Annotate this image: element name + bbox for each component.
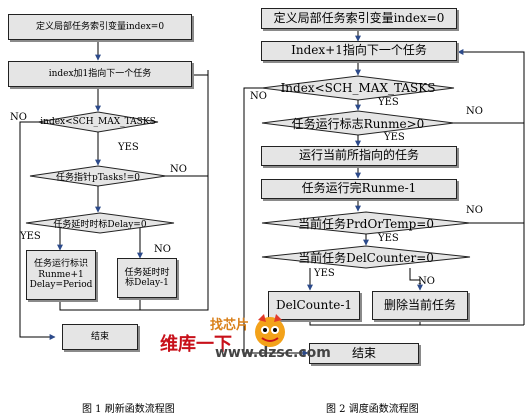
right-delete-box: 删除当前任务 <box>372 291 468 320</box>
left-delay-dec-line-1: 任务延时时 <box>124 267 170 278</box>
left-label-no-2: NO <box>170 164 187 175</box>
left-caption: 图 1 刷新函数流程图 <box>82 404 175 415</box>
right-label-yes-4: YES <box>314 268 335 279</box>
left-increment-text: index加1指向下一个任务 <box>48 68 152 79</box>
right-run-text: 运行当前所指向的任务 <box>298 148 419 163</box>
left-label-yes-1: YES <box>118 142 139 153</box>
left-end-text: 结束 <box>90 331 109 342</box>
right-label-no-1: NO <box>250 91 267 102</box>
left-end-box: 结束 <box>62 324 138 350</box>
left-label-no-top: NO <box>10 112 27 123</box>
left-runme-box: 任务运行标识 Runme+1 Delay=Period <box>26 250 96 300</box>
watermark-mascot-icon <box>255 314 285 347</box>
watermark-cn-text: 维库一下 <box>160 334 232 355</box>
right-increment-box: Index+1指向下一个任务 <box>261 41 457 61</box>
right-connectors <box>243 29 525 356</box>
left-decision-index-diamond <box>37 111 159 133</box>
right-init-box: 定义局部任务索引变量index=0 <box>261 8 457 29</box>
right-decision-index-diamond <box>261 75 455 101</box>
left-decision-delay-diamond <box>25 212 175 234</box>
right-label-yes-3: YES <box>378 233 399 244</box>
right-end-text: 结束 <box>351 345 376 360</box>
left-connectors <box>19 40 209 340</box>
right-runme-dec-text: 任务运行完Runme-1 <box>301 181 417 196</box>
left-runme-line-2: Runme+1 <box>38 269 84 280</box>
left-runme-line-1: 任务运行标识 <box>33 259 88 270</box>
left-label-yes-3: YES <box>20 231 41 242</box>
right-label-yes-1: YES <box>378 97 399 108</box>
right-cond-index-text: Index<SCH_MAX_TASKS <box>280 81 436 95</box>
right-run-box: 运行当前所指向的任务 <box>261 146 457 166</box>
right-label-yes-2: YES <box>384 132 405 143</box>
left-cond-index-text: index<SCH_MAX_TASKS <box>40 117 156 127</box>
right-end-box: 结束 <box>309 343 419 364</box>
right-init-text: 定义局部任务索引变量index=0 <box>273 10 445 25</box>
right-cond-delcounter-text: 当前任务DelCounter=0 <box>298 250 434 265</box>
left-runme-line-3: Delay=Period <box>29 280 93 291</box>
left-label-no-3: NO <box>154 244 171 255</box>
right-caption: 图 2 调度函数流程图 <box>326 404 419 415</box>
right-decision-delcounter-diamond <box>261 245 471 269</box>
left-cond-ptasks-text: 任务指针pTasks!=0 <box>55 172 140 183</box>
right-runme-dec-box: 任务运行完Runme-1 <box>261 179 457 199</box>
right-delcount-text: DelCounte-1 <box>275 297 353 312</box>
right-label-no-4: NO <box>418 276 435 287</box>
left-cond-delay-text: 任务延时时标Delay=0 <box>53 219 147 230</box>
watermark-url-text: www.dzsc.com <box>215 345 331 361</box>
right-label-no-3: NO <box>466 205 483 216</box>
left-delay-dec-box: 任务延时时 标Delay-1 <box>117 258 177 298</box>
right-increment-text: Index+1指向下一个任务 <box>291 43 427 58</box>
right-label-no-2: NO <box>466 106 483 117</box>
watermark-top-text: 找芯片 <box>210 318 250 333</box>
right-cond-prdortemp-text: 当前任务PrdOrTemp=0 <box>298 216 434 231</box>
left-delay-dec-line-2: 标Delay-1 <box>125 278 169 288</box>
right-cond-runme-text: 任务运行标志Runme>0 <box>291 116 425 131</box>
right-delcount-box: DelCounte-1 <box>268 291 360 320</box>
left-init-text: 定义局部任务索引变量index=0 <box>35 21 165 32</box>
left-init-box: 定义局部任务索引变量index=0 <box>8 14 192 40</box>
left-increment-box: index加1指向下一个任务 <box>8 61 192 87</box>
right-delete-text: 删除当前任务 <box>383 297 456 312</box>
